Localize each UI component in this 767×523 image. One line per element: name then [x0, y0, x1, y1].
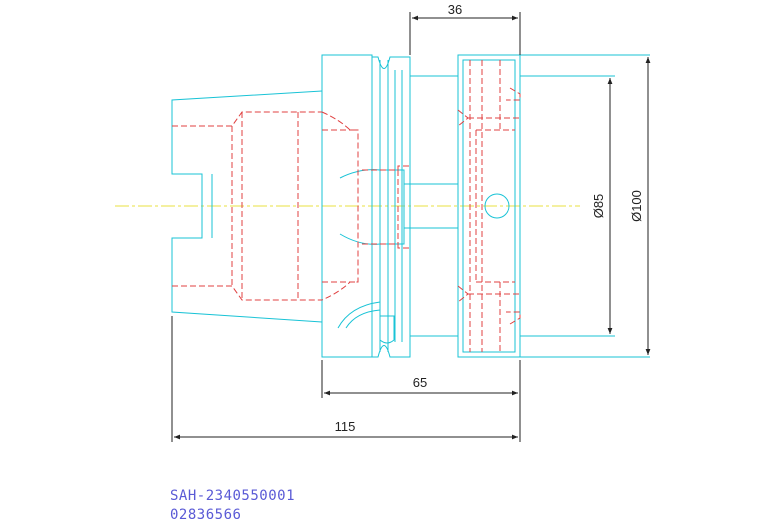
dim-text-d100: Ø100: [629, 190, 644, 222]
dim-text-d85: Ø85: [591, 194, 606, 219]
article-number-label: 02836566: [170, 507, 242, 523]
part-number-label: SAH-2340550001: [170, 488, 296, 504]
dim-text-36: 36: [448, 2, 462, 17]
dim-text-115: 115: [335, 419, 356, 434]
adapter-plate: [339, 54, 650, 358]
flange-body: [321, 54, 411, 358]
hidden-lines: [172, 60, 521, 352]
dim-text-65: 65: [413, 375, 427, 390]
dimension-lines: [171, 12, 651, 442]
taper-shank: [171, 90, 323, 323]
